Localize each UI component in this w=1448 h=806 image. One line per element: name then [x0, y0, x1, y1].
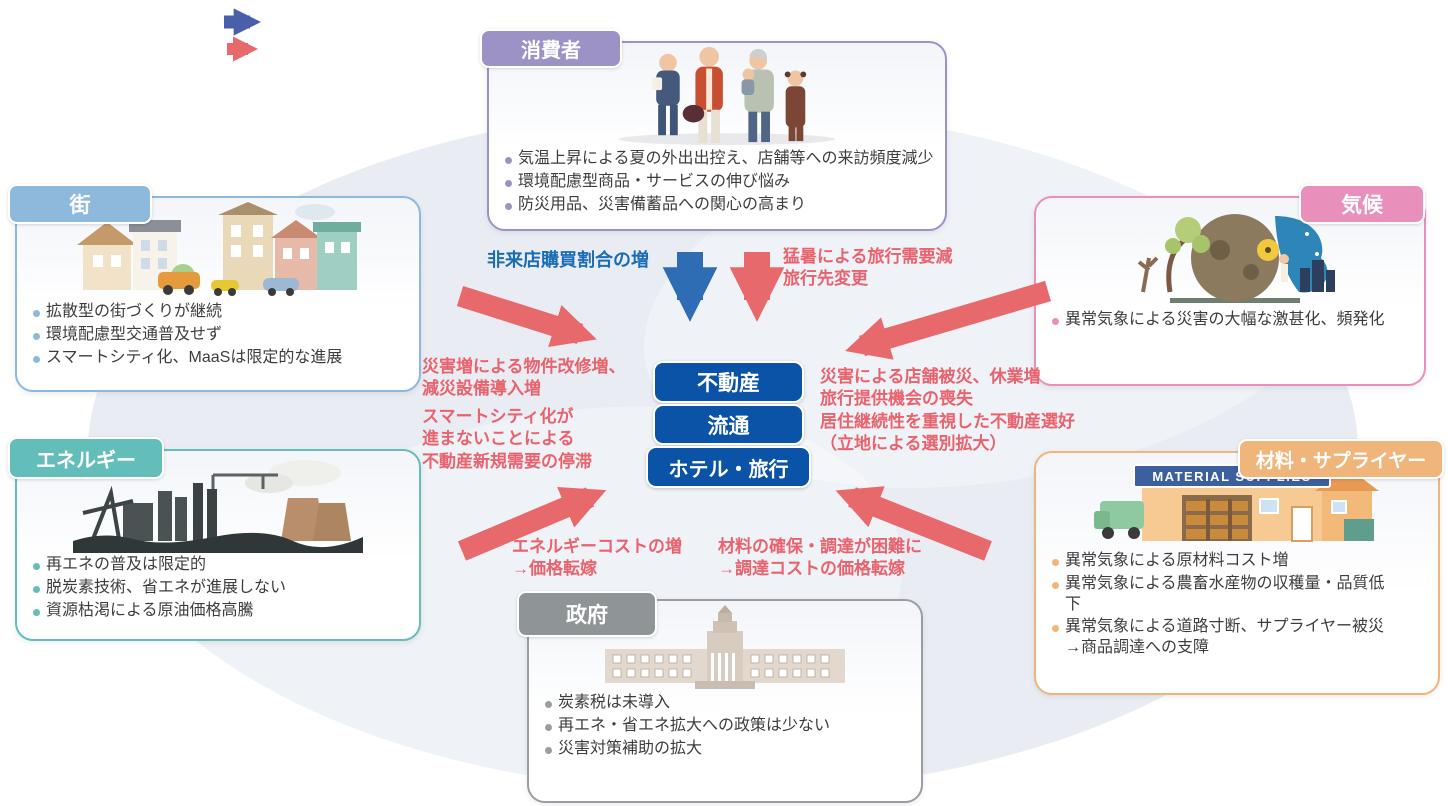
sector-real-estate: 不動産 [653, 361, 804, 403]
energy-tab: エネルギー [8, 437, 164, 479]
bullet-text: 防災用品、災害備蓄品への関心の高まり [518, 195, 807, 213]
annotation-line: 進まないことによる [422, 429, 575, 449]
annotation-material-cost: 材料の確保・調達が困難に →調達コストの価格転嫁 [718, 536, 922, 581]
government-tab: 政府 [517, 591, 657, 637]
bullet-text: 炭素税は未導入 [558, 694, 671, 711]
materials-illustration: MATERIAL SUPPLIES [1094, 464, 1379, 542]
annotation-heat-travel: 猛暑による旅行需要減 旅行先変更 [783, 246, 953, 291]
annotation-line: 災害による店舗被災、休業増 [820, 367, 1041, 386]
annotation-energy-cost: エネルギーコストの増 →価格転嫁 [512, 536, 682, 581]
annotation-line: エネルギーコストの増 [512, 537, 682, 556]
climate-tab: 気候 [1299, 184, 1425, 224]
annotation-disaster-renovation: 災害増による物件改修増、 減災設備導入増 [422, 356, 626, 401]
sector-label: ホテル・旅行 [668, 458, 789, 481]
materials-tab-label: 材料・サプライヤー [1255, 450, 1427, 472]
sector-label: 不動産 [697, 372, 760, 395]
government-tab-label: 政府 [566, 604, 608, 627]
bullet-item: 異常気象による原材料コスト増 [1052, 551, 1396, 572]
annotation-non-store-purchase: 非来店購買割合の増 [487, 249, 649, 273]
bullet-item: スマートシティ化、MaaSは限定的な進展 [33, 348, 411, 369]
bullet-item: 気温上昇による夏の外出出控え、店舗等への来訪頻度減少 [505, 149, 937, 170]
annotation-smart-city-stagnation: スマートシティ化が 進まないことによる 不動産新規需要の停滞 [422, 406, 592, 473]
annotation-line: 猛暑による旅行需要減 [783, 247, 953, 266]
bullet-item: 資源枯渇による原油価格高騰 [33, 601, 411, 622]
city-box: 拡散型の街づくりが継続 環境配慮型交通普及せず スマートシティ化、MaaSは限定… [15, 196, 421, 392]
bullet-text: 環境配慮型商品・サービスの伸び悩み [518, 172, 791, 190]
annotation-line: 非来店購買割合の増 [487, 250, 649, 270]
bullet-item: 再エネ・省エネ拡大への政策は少ない [545, 716, 913, 737]
consumers-illustration [618, 46, 835, 146]
energy-bullet-list: 再エネの普及は限定的 脱炭素技術、省エネが進展しない 資源枯渇による原油価格高騰 [17, 555, 419, 629]
bullet-text: 資源枯渇による原油価格高騰 [46, 601, 254, 619]
government-illustration [605, 605, 845, 689]
climate-tab-label: 気候 [1341, 194, 1383, 217]
annotation-line: 旅行先変更 [783, 269, 868, 289]
government-bullet-list: 炭素税は未導入 再エネ・省エネ拡大への政策は少ない 災害対策補助の拡大 [529, 693, 921, 767]
consumers-box: 気温上昇による夏の外出出控え、店舗等への来訪頻度減少 環境配慮型商品・サービスの… [487, 41, 947, 231]
materials-tab: 材料・サプライヤー [1238, 439, 1444, 479]
city-tab: 街 [8, 184, 152, 224]
bullet-item: 炭素税は未導入 [545, 693, 913, 714]
bullet-text: 異常気象による原材料コスト増 [1065, 552, 1289, 569]
bullet-item: 防災用品、災害備蓄品への関心の高まり [505, 195, 937, 216]
bullet-item: 環境配慮型商品・サービスの伸び悩み [505, 172, 937, 193]
bullet-item: 異常気象による農畜水産物の収穫量・品質低下 [1052, 574, 1396, 616]
annotation-line: 災害増による物件改修増、 [422, 357, 626, 376]
bullet-text: 異常気象による災害の大幅な激甚化、頻発化 [1065, 311, 1385, 328]
energy-tab-label: エネルギー [36, 449, 136, 472]
bullet-text: 環境配慮型交通普及せず [46, 325, 223, 343]
consumers-tab: 消費者 [480, 29, 622, 68]
materials-bullet-list: 異常気象による原材料コスト増 異常気象による農畜水産物の収穫量・品質低下 異常気… [1036, 551, 1438, 667]
city-tab-label: 街 [69, 194, 91, 217]
annotation-line: 居住継続性を重視した不動産選好 [820, 411, 1075, 431]
bullet-text: 異常気象による農畜水産物の収穫量・品質低下 [1065, 574, 1385, 613]
bullet-item: 環境配慮型交通普及せず [33, 325, 411, 346]
annotation-line: 旅行提供機会の喪失 [820, 389, 973, 409]
bullet-item: 脱炭素技術、省エネが進展しない [33, 578, 411, 599]
bullet-text: 災害対策補助の拡大 [558, 739, 703, 757]
bullet-text: 再エネ・省エネ拡大への政策は少ない [558, 716, 831, 734]
sector-label: 流通 [707, 414, 750, 438]
annotation-line: （立地による選別拡大） [820, 434, 1007, 454]
annotation-line: 不動産新規需要の停滞 [422, 451, 592, 471]
bullet-item: 異常気象による道路寸断、サプライヤー被災→商品調達への支障 [1052, 617, 1396, 659]
materials-box: MATERIAL SUPPLIES 異常気象による原材料コスト増 異常気象による… [1034, 451, 1440, 695]
climate-illustration [1137, 214, 1335, 303]
bullet-text: スマートシティ化、MaaSは限定的な進展 [46, 348, 343, 366]
city-bullet-list: 拡散型の街づくりが継続 環境配慮型交通普及せず スマートシティ化、MaaSは限定… [17, 302, 419, 376]
sector-distribution: 流通 [653, 404, 804, 445]
bullet-text: 脱炭素技術、省エネが進展しない [46, 578, 287, 596]
sector-hotel-travel: ホテル・旅行 [646, 446, 811, 488]
bullet-item: 災害対策補助の拡大 [545, 739, 913, 760]
consumers-tab-label: 消費者 [521, 40, 581, 62]
consumers-bullet-list: 気温上昇による夏の外出出控え、店舗等への来訪頻度減少 環境配慮型商品・サービスの… [489, 149, 945, 223]
annotation-line: →調達コストの価格転嫁 [718, 559, 905, 579]
annotation-store-damage: 災害による店舗被災、休業増 旅行提供機会の喪失 居住継続性を重視した不動産選好 … [820, 366, 1075, 456]
energy-illustration [73, 460, 363, 553]
climate-bullet-list: 異常気象による災害の大幅な激甚化、頻発化 [1036, 310, 1424, 339]
bullet-item: 再エネの普及は限定的 [33, 555, 411, 576]
bullet-text: 異常気象による道路寸断、サプライヤー被災→商品調達への支障 [1065, 618, 1385, 657]
bullet-text: 気温上昇による夏の外出出控え、店舗等への来訪頻度減少 [518, 150, 934, 167]
annotation-line: スマートシティ化が [422, 407, 574, 426]
bullet-text: 拡散型の街づくりが継続 [46, 303, 223, 320]
annotation-line: 材料の確保・調達が困難に [718, 537, 922, 556]
annotation-line: →価格転嫁 [512, 559, 597, 579]
annotation-line: 減災設備導入増 [422, 379, 541, 399]
climate-box: 異常気象による災害の大幅な激甚化、頻発化 [1034, 196, 1426, 386]
bullet-item: 拡散型の街づくりが継続 [33, 302, 411, 323]
energy-box: 再エネの普及は限定的 脱炭素技術、省エネが進展しない 資源枯渇による原油価格高騰 [15, 449, 421, 641]
bullet-text: 再エネの普及は限定的 [46, 556, 207, 573]
bullet-item: 異常気象による災害の大幅な激甚化、頻発化 [1052, 310, 1416, 331]
